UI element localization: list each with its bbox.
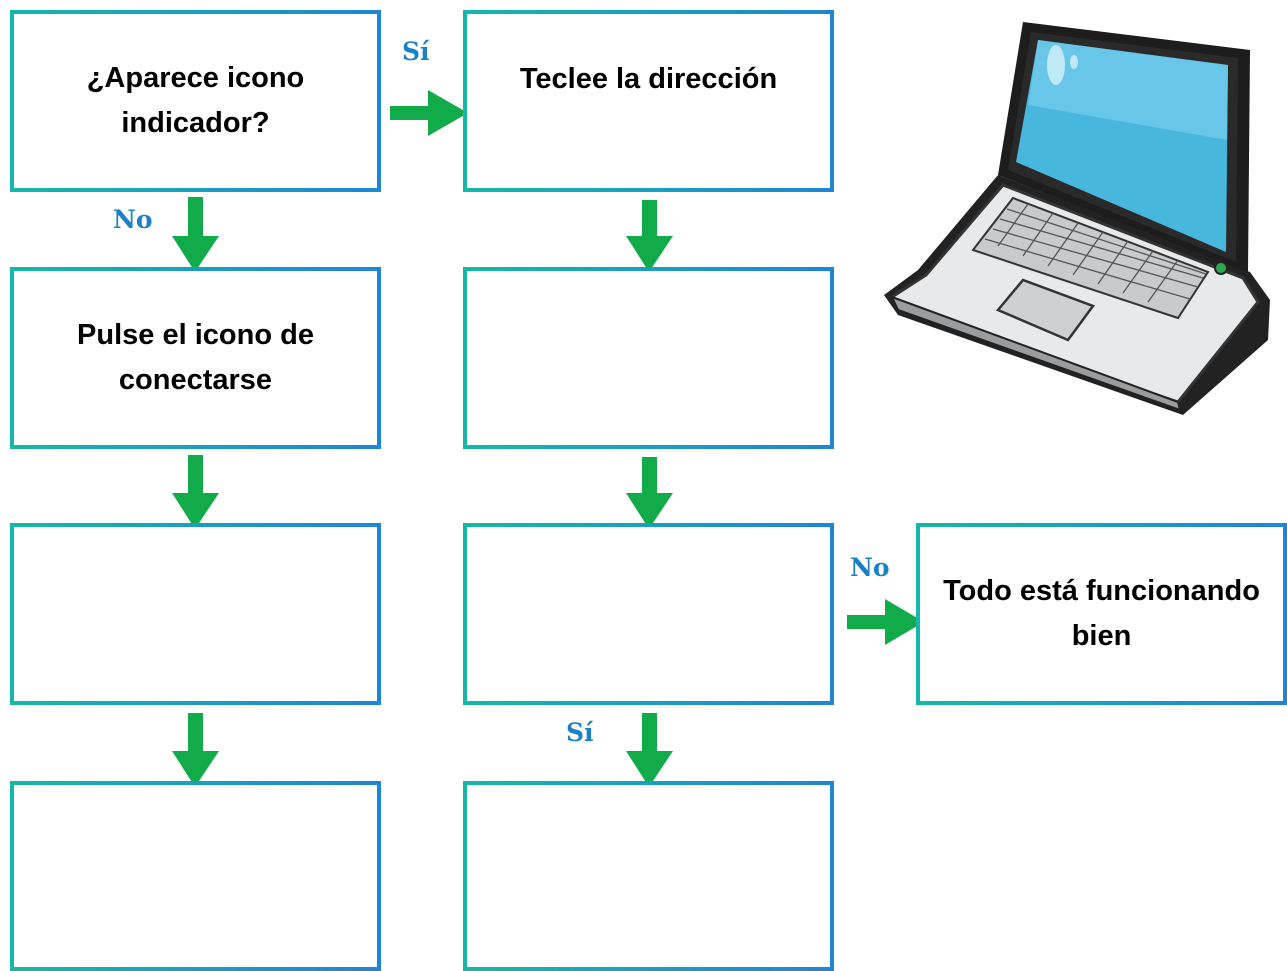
- label-no-left: No: [113, 205, 153, 234]
- box-empty-r3c2: [463, 523, 834, 705]
- box-text: Teclee la dirección: [519, 62, 778, 95]
- box-empty-r4c2: [463, 781, 834, 971]
- label-yes-bottom: Sí: [566, 718, 594, 747]
- arrow-down-col1-3: [172, 713, 219, 787]
- arrow-down-yes: [626, 713, 673, 787]
- box-empty-r2c2: [463, 267, 834, 449]
- arrow-down-col2-2: [626, 457, 673, 529]
- arrow-right-no: [847, 599, 924, 645]
- arrow-right-yes: [390, 90, 468, 136]
- label-no-right: No: [850, 553, 890, 582]
- box-type-address: Teclee la dirección: [463, 10, 834, 192]
- box-empty-r4c1: [10, 781, 381, 971]
- box-empty-r3c1: [10, 523, 381, 705]
- arrow-down-col1-2: [172, 455, 219, 529]
- box-press-connect: Pulse el icono de conectarse: [10, 267, 381, 449]
- laptop-icon: [884, 22, 1270, 415]
- label-yes-top: Sí: [402, 37, 430, 66]
- arrow-down-no: [172, 197, 219, 272]
- box-text: ¿Aparece icono indicador?: [86, 62, 305, 139]
- box-text: Pulse el icono de conectarse: [77, 319, 314, 396]
- box-indicator-question: ¿Aparece icono indicador?: [10, 10, 381, 192]
- arrow-down-col2-1: [626, 200, 673, 272]
- box-text: Todo está funcionando bien: [943, 575, 1260, 652]
- box-all-working: Todo está funcionando bien: [916, 523, 1287, 705]
